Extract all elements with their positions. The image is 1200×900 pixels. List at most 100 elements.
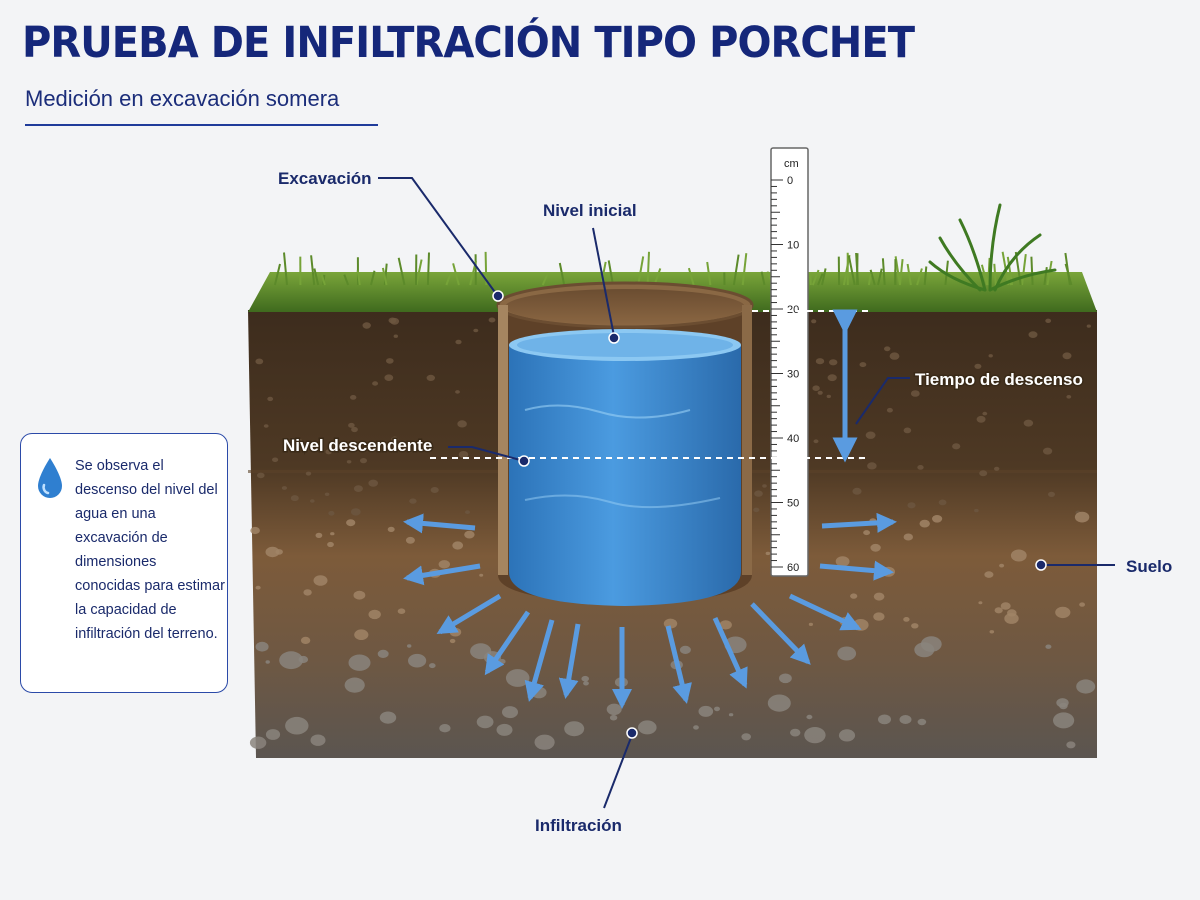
fern-plant [928, 203, 1057, 292]
soil-stone [564, 721, 585, 737]
soil-stone [327, 541, 334, 548]
soil-stone [1059, 702, 1068, 710]
grass-blade [706, 261, 712, 286]
soil-stone [257, 472, 265, 479]
soil-stone [267, 396, 274, 402]
infiltration-arrow [712, 616, 748, 689]
soil-stone [829, 359, 838, 366]
soil-stone [698, 705, 714, 717]
soil-stone [955, 380, 963, 386]
grass-blade [983, 271, 990, 286]
grass-blade [741, 253, 748, 286]
grass-blade [541, 274, 549, 286]
soil-stone [974, 363, 982, 369]
label-nivel-descendente: Nivel descendente [283, 436, 432, 455]
soil-stone [426, 374, 435, 381]
grass-blade [1006, 256, 1014, 286]
soil-stone [263, 424, 269, 428]
soil-stone [984, 571, 994, 578]
infiltration-arrow [484, 610, 531, 676]
soil-stone [837, 646, 857, 661]
soil-stone [817, 390, 823, 395]
water-drop-icon [38, 458, 62, 498]
soil-stone [835, 556, 850, 567]
grass-blade [343, 274, 350, 286]
ruler-tick-label: 20 [787, 304, 799, 316]
grass-blade [452, 263, 460, 286]
soil-stone [464, 530, 475, 539]
infiltration-arrow [524, 619, 555, 702]
soil-stone [430, 487, 439, 493]
soil-stone [976, 415, 986, 423]
grass-blade [687, 267, 695, 286]
infiltracion-marker [626, 727, 638, 739]
soil-stone [354, 629, 369, 640]
grass-blade [923, 266, 928, 286]
soil-stone [914, 642, 935, 658]
soil-stone [330, 532, 335, 536]
soil-stone [387, 526, 395, 533]
soil-stone [1045, 318, 1052, 323]
soil-stone [978, 601, 983, 605]
grass-blade [867, 273, 872, 286]
soil-stone [502, 706, 518, 719]
grass-blade [869, 269, 876, 286]
soil-stone [496, 723, 513, 736]
soil-stone [476, 715, 494, 729]
soil-stone [325, 449, 333, 455]
soil-stone [1076, 679, 1096, 694]
infiltration-arrow [788, 593, 862, 631]
soil-stone [899, 715, 912, 724]
soil-stone [852, 487, 862, 495]
grass-blade [356, 270, 361, 286]
grass-blade [1006, 273, 1013, 286]
soil-stone [305, 471, 312, 476]
grass-blade [469, 260, 477, 286]
grass-blade [916, 268, 923, 286]
soil-stone [265, 660, 270, 664]
grass-blade [881, 258, 886, 286]
soil-stone [449, 638, 456, 644]
grass-blade [1021, 253, 1027, 286]
soil-stone [350, 508, 361, 516]
soil-stone [313, 575, 328, 586]
soil-stone [988, 354, 993, 358]
soil-stone [994, 607, 1003, 614]
label-nivel-inicial: Nivel inicial [543, 201, 637, 220]
nivel-descendente-leader [448, 446, 525, 462]
soil-stone [974, 508, 979, 513]
soil-stone [300, 636, 311, 645]
soil-stone [429, 663, 436, 669]
soil-stone [534, 734, 555, 750]
title-underline [25, 124, 378, 126]
soil-stone [859, 362, 867, 368]
nivel-inicial-leader [592, 227, 615, 337]
infiltracion-leader [603, 734, 633, 809]
soil-stone [265, 546, 280, 558]
soil-stone [811, 319, 817, 324]
soil-stone [1053, 712, 1075, 729]
soil-stone [827, 374, 837, 382]
grass-blade [1064, 263, 1073, 286]
soil-stone [479, 573, 484, 577]
grass-blade [313, 268, 320, 286]
soil-stone [907, 502, 916, 509]
grass-blade [1046, 260, 1053, 286]
soil-stone [368, 445, 376, 452]
grass-blade [894, 256, 901, 286]
soil-stone [473, 328, 479, 333]
soil-stone [346, 519, 356, 527]
soil-stone [873, 592, 885, 601]
soil-stone [606, 703, 622, 715]
soil-stone [1000, 602, 1011, 610]
ruler-tick-label: 10 [787, 240, 799, 252]
grass-blade [760, 271, 766, 286]
soil-stone [889, 352, 900, 360]
soil-stone [324, 492, 330, 496]
soil-stone [609, 714, 618, 721]
soil-stone [379, 711, 397, 724]
soil-stone [719, 620, 732, 630]
soil-stone [272, 457, 279, 463]
grass-blade [283, 252, 288, 286]
